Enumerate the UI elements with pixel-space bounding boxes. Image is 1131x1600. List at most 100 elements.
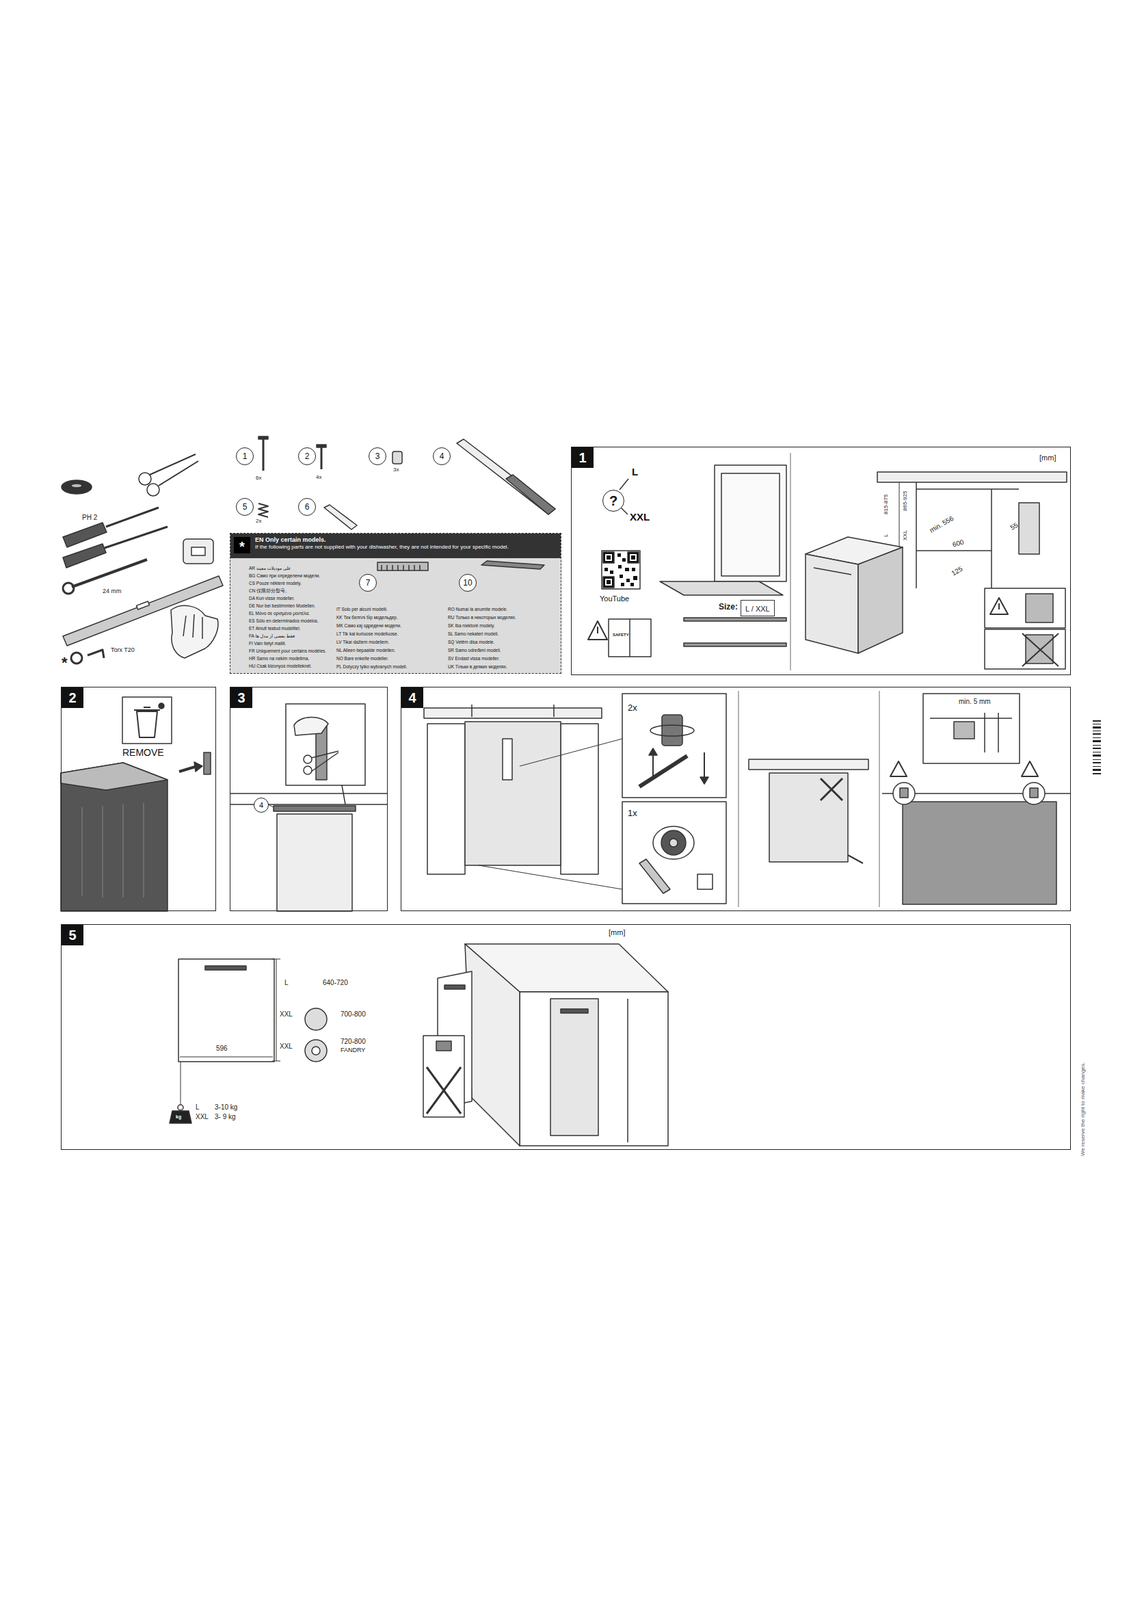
step-panel: 34 xyxy=(229,686,388,911)
size-heading: Size: xyxy=(718,601,738,612)
unit-label: [mm] xyxy=(608,928,625,937)
part-callout: 1 xyxy=(235,447,254,465)
step-number: 5 xyxy=(61,924,84,946)
part-callout: 2 xyxy=(298,447,316,465)
language-note: DE Nur bei bestimmten Modellen. xyxy=(248,603,316,609)
language-note: ES Sólo en determinados modelos. xyxy=(248,618,319,624)
part-callout: 6 xyxy=(298,497,316,516)
language-note: ET Ainult teatud mudelitel. xyxy=(248,626,301,632)
icon-label: SAFETY xyxy=(612,632,630,637)
size-option: L xyxy=(195,1103,200,1111)
quantity: 3x xyxy=(393,467,399,473)
dimension: 865-925 xyxy=(902,490,909,511)
language-note: FR Uniquement pour certains modèles. xyxy=(248,648,327,654)
weight-value: 3- 9 kg xyxy=(214,1113,236,1121)
callout-number: 4 xyxy=(439,451,445,461)
step-panel: 5 xyxy=(60,923,1071,1150)
language-note: HR Samo na nekim modelima. xyxy=(248,656,310,662)
quantity: 6x xyxy=(255,475,262,481)
size-option: L xyxy=(883,534,889,537)
size-option: XXL xyxy=(902,529,909,541)
asterisk-mark: * xyxy=(233,536,251,554)
language-note: SK Iba niektoré modely. xyxy=(447,623,496,629)
dimension: min. 5 mm xyxy=(958,698,991,705)
callout-number: 6 xyxy=(304,502,310,511)
dimension: 125 xyxy=(950,565,964,578)
language-note: FA فقط بعضی از مدل ها xyxy=(248,633,295,639)
language-note: FI Vain tietyt mallit. xyxy=(248,641,286,647)
unit-label: [mm] xyxy=(1039,454,1056,462)
language-note: SV Endast vissa modeller. xyxy=(447,656,500,662)
size-option: XXL xyxy=(279,1042,293,1050)
dimension: 24 mm xyxy=(102,588,122,595)
language-note: MK Само кај одредени модели. xyxy=(336,623,402,629)
part-callout: 7 xyxy=(358,573,377,592)
step-panel: 1?Size:L / XXL xyxy=(570,446,1071,675)
language-note: IT Solo per alcuni modelli. xyxy=(336,607,388,612)
size-box: Size:L / XXL xyxy=(740,599,775,617)
part-callout: 4 xyxy=(253,797,269,813)
language-note: RO Numai la anumite modele. xyxy=(447,607,508,612)
notice-header: * EN Only certain models.If the following… xyxy=(230,533,561,558)
notice-text: If the following parts are not supplied … xyxy=(255,543,556,551)
step-number: 1 xyxy=(571,447,594,468)
step-number: 2 xyxy=(61,687,84,708)
language-note: PL Dotyczy tylko wybranych modeli. xyxy=(336,664,407,670)
language-note: AR على موديلات معينة xyxy=(248,566,291,571)
callout-number: 5 xyxy=(242,502,248,511)
step-number: 3 xyxy=(230,687,253,708)
language-note: BG Само при определени модели. xyxy=(248,573,321,579)
language-note: HU Csak bizonyos modelleknél. xyxy=(248,663,312,669)
notice-heading: EN Only certain models. xyxy=(255,536,556,544)
weight-icon-label: kg xyxy=(175,1113,182,1119)
asterisk-mark: * xyxy=(61,655,68,671)
dimension: 700-800 xyxy=(340,1010,366,1018)
instruction: REMOVE xyxy=(122,747,165,757)
language-note: CN 仅限部分型号。 xyxy=(248,588,290,594)
size-option: XXL xyxy=(195,1113,209,1121)
language-note: NL Alleen bepaalde modellen. xyxy=(336,648,396,654)
dimension: 640-720 xyxy=(322,979,349,987)
quantity: 1x xyxy=(627,808,638,818)
language-note: KK Тек белгілі бір модельдер. xyxy=(336,615,398,621)
language-note: EL Μόνο σε ορισμένα μοντέλα. xyxy=(248,611,310,617)
link-label: YouTube xyxy=(599,594,630,603)
callout-number: 2 xyxy=(304,451,310,461)
size-option: L xyxy=(284,979,289,987)
question-circle: ? xyxy=(602,489,625,512)
language-note: NO Bare enkelte modeller. xyxy=(336,656,389,662)
language-note: SR Samo određeni modeli. xyxy=(447,648,502,654)
language-note: LT Tik kai kuriuose modeliuose. xyxy=(336,631,398,637)
part-callout: 3 xyxy=(368,447,387,465)
quantity: 2x xyxy=(627,702,638,712)
callout-number: 10 xyxy=(462,578,472,587)
variant-label: FANDRY xyxy=(340,1046,366,1054)
part-callout: 10 xyxy=(458,573,477,592)
size-option: XXL xyxy=(629,511,650,522)
quantity: 4x xyxy=(315,474,322,481)
step-panel: 2 xyxy=(60,686,217,911)
weight-value: 3-10 kg xyxy=(214,1103,238,1111)
language-note: RU Только в некоторых моделях. xyxy=(447,615,517,621)
callout-number: 3 xyxy=(375,451,381,461)
dimension: min. 556 xyxy=(928,514,955,535)
callout-number: 4 xyxy=(259,801,264,809)
part-callout: 4 xyxy=(432,447,451,465)
size-option: XXL xyxy=(279,1010,293,1018)
tool-label: Torx T20 xyxy=(110,646,135,654)
part-callout: 5 xyxy=(235,497,254,516)
size-value: L / XXL xyxy=(745,604,770,613)
language-note: LV Tikai dažiem modeļiem. xyxy=(336,640,390,645)
language-note: CS Pouze některé modely. xyxy=(248,581,302,587)
size-option: L xyxy=(631,466,638,477)
language-note: UK Тільки в деяких моделях. xyxy=(447,664,508,670)
language-note: SQ Vetëm disa modele. xyxy=(447,640,495,645)
dimension: 600 xyxy=(951,538,965,549)
dimension: 55 xyxy=(1009,521,1020,531)
quantity: 2x xyxy=(255,518,262,524)
dimension: 815-875 xyxy=(883,494,889,515)
step-number: 4 xyxy=(401,687,424,708)
callout-number: ? xyxy=(609,493,618,508)
